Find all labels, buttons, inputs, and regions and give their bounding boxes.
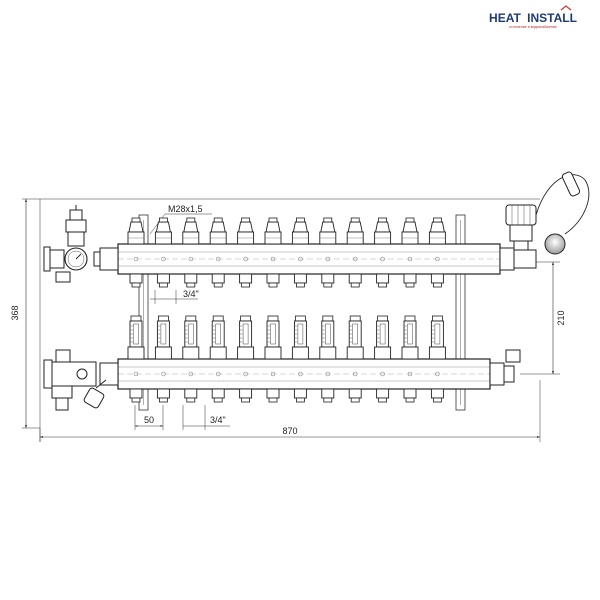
upper-outlet-valve (154, 217, 172, 288)
lower-inlet-valve (43, 349, 97, 411)
upper-outlet-valve (319, 217, 337, 288)
air-vent-icon (65, 205, 87, 247)
dim-axis-label: 210 (556, 310, 566, 325)
lower-manifold (43, 315, 521, 411)
pitch-label: 50 (144, 415, 154, 425)
brand-word-install: INSTALL (527, 11, 577, 25)
flow-meter-icon (346, 315, 364, 403)
flow-meter-icon (209, 315, 227, 403)
upper-outlet-valve (401, 217, 419, 288)
upper-outlet-valve (127, 217, 145, 288)
drain-valve-icon (83, 379, 107, 409)
flow-meter-icon (182, 315, 200, 403)
lower-outlets (127, 315, 446, 403)
upper-manifold (43, 171, 590, 288)
flow-meter-icon (401, 315, 419, 403)
flow-meter-icon (264, 315, 282, 403)
flow-meter-icon (237, 315, 255, 403)
flow-meter-icon (374, 315, 392, 403)
flow-meter-icon (127, 315, 145, 403)
dim-axis-210: 210 (551, 262, 566, 374)
pressure-gauge-icon (64, 247, 88, 271)
dim-upper-outlet: 3/4" (150, 289, 199, 304)
house-roof-icon (560, 5, 572, 11)
flow-meter-icon (319, 315, 337, 403)
upper-outlet-valve (264, 217, 282, 288)
brand-logo: HEAT INSTALL отопление и водоснабжение (489, 5, 577, 29)
dim-height-label: 368 (10, 305, 20, 320)
upper-outlet-valve (182, 217, 200, 288)
bracket-right (455, 214, 466, 411)
upper-outlet-valve (428, 217, 446, 288)
brand-tagline: отопление и водоснабжение (509, 25, 557, 29)
flow-meter-icon (428, 315, 446, 403)
thread-spec-label: M28x1,5 (168, 204, 203, 214)
svg-text:HEAT INSTALL: HEAT INSTALL (489, 11, 577, 25)
upper-outlet-valve (291, 217, 309, 288)
upper-outlet-valve (237, 217, 255, 288)
upper-inlet-valve (43, 246, 71, 283)
upper-outlet-valve (374, 217, 392, 288)
dim-lower-outlet: 3/4" (182, 405, 230, 430)
thermostatic-head-icon (499, 171, 590, 271)
upper-outlet-size-label: 3/4" (183, 289, 199, 299)
dim-pitch-50: 50 (134, 405, 164, 430)
brand-word-heat: HEAT (489, 11, 521, 25)
flow-meter-icon (154, 315, 172, 403)
flow-meter-icon (291, 315, 309, 403)
bracket-left (138, 214, 149, 411)
upper-outlet-valve (346, 217, 364, 288)
upper-outlets (127, 217, 446, 288)
upper-outlet-valve (209, 217, 227, 288)
lower-outlet-size-label: 3/4" (210, 415, 226, 425)
dim-height-368: 368 (10, 198, 40, 429)
dim-width-870: 870 (40, 426, 540, 439)
dim-width-label: 870 (282, 426, 297, 436)
